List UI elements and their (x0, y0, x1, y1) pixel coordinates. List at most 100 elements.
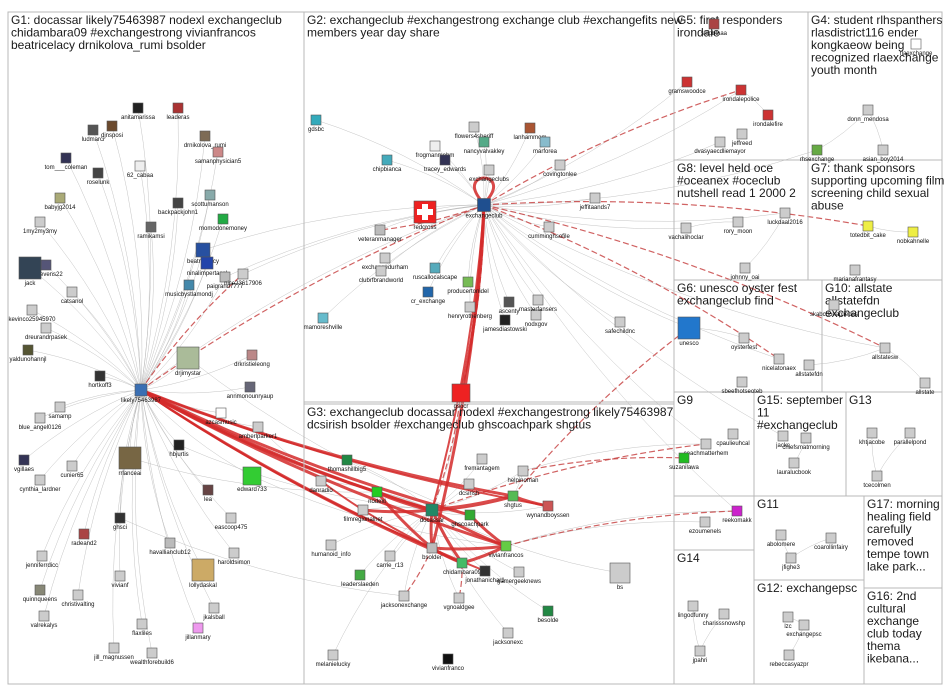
node-label: suzanilawa (669, 465, 699, 471)
edge (483, 89, 742, 206)
node-label: veteranmanager (358, 237, 402, 243)
node-label: danradio (309, 488, 333, 494)
node-label: humanoid_info (311, 552, 351, 558)
node-helpinoman: helpinoman (507, 465, 539, 484)
node-avatar-icon (244, 381, 256, 393)
edge (431, 505, 549, 514)
node-label: annmonounryaup (227, 394, 274, 400)
node-drnikolova-rumi: drnikolova_rumi (184, 130, 226, 149)
node-likely75463987: likely75463987 (121, 383, 162, 404)
node-avatar-icon (866, 427, 878, 439)
edge (140, 389, 171, 544)
edge (92, 129, 142, 391)
group-title-g7: abuse (811, 199, 844, 213)
node-label: khtjacobe (859, 440, 885, 446)
edge (483, 197, 596, 207)
node-avatar-icon (800, 432, 812, 444)
node-avatar-icon (919, 377, 931, 389)
node-62-cabaa: 62_cabaa (127, 160, 154, 179)
node-annmonounryaup: annmonounryaup (227, 381, 274, 400)
node-label: allstate (915, 390, 935, 396)
node-label: jack (24, 281, 37, 287)
node-label: melanielucky (316, 662, 351, 668)
node-nice23617906: nice23617906 (224, 268, 263, 287)
node-label: drjimystar (175, 371, 201, 377)
group-title-g17: healing field (867, 510, 931, 524)
node-gsocr: gsocr (451, 383, 471, 410)
node-backpackjohn1: backpackjohn1 (158, 197, 199, 216)
edge (29, 267, 142, 391)
node-label: jeffreed (731, 141, 752, 147)
edge (39, 389, 142, 591)
group-title-g7: screening child sexual (811, 186, 929, 200)
node-avatar-icon (134, 383, 148, 397)
node-jonathanichar1: jonathanichar1 (464, 565, 505, 584)
node-label: bs (617, 585, 623, 591)
node-avatar-icon (694, 645, 706, 657)
node-label: safechildnc (605, 329, 635, 335)
node-avatar-icon (739, 262, 751, 274)
node-label: lanhammom (513, 135, 546, 141)
node-avatar-icon (429, 140, 441, 152)
edge (483, 204, 690, 329)
node-avatar-icon (464, 301, 476, 313)
node-label: donn_mendosa (847, 117, 889, 123)
node-jeffitaands7: jeffitaands7 (579, 192, 611, 211)
node-label: dvasyaecdliemayor (694, 149, 745, 155)
edge (97, 172, 142, 391)
node-fremantagem: fremantagem (464, 453, 500, 472)
node-avatar-icon (589, 192, 601, 204)
node-label: jacks (775, 443, 790, 449)
node-label: jonathanichar1 (464, 578, 505, 584)
node-avatar-icon (736, 376, 748, 388)
node-jillanmary: jillanmary (184, 622, 211, 641)
edge (83, 389, 142, 535)
node-asian-boy2014: asian_boy2014 (863, 144, 904, 163)
node-label: radeand2 (71, 541, 97, 547)
node-avatar-icon (554, 159, 566, 171)
node-label: flowers4sheriff (455, 134, 494, 140)
node-label: docassar (420, 518, 444, 524)
node-avatar-icon (134, 160, 146, 172)
node-avatar-icon (731, 505, 743, 517)
edge (242, 204, 485, 275)
node-musicbystlamondj: musicbystlamondj (165, 279, 213, 298)
node-label: vachalihoclar (668, 235, 703, 241)
edge (359, 509, 433, 576)
node-jfighe3: jfighe3 (781, 552, 801, 571)
edge-self-loop (472, 176, 496, 200)
group-title-g13: G13 (849, 393, 872, 407)
node-avatar-icon (66, 460, 78, 472)
node-babyjg2014: babyjg2014 (44, 192, 76, 211)
node-label: marforea (533, 149, 558, 155)
group-title-g1: chidambara09 #exchangestrong vivianfranc… (11, 26, 256, 40)
node-avatar-icon (381, 154, 393, 166)
node-avatar-icon (183, 279, 195, 291)
node-label: roselunk (87, 180, 111, 186)
node-label: nodexl (368, 499, 386, 505)
node-radeand2: radeand2 (71, 528, 97, 547)
node-avatar-icon (72, 589, 84, 601)
edge (483, 81, 688, 206)
node-avatar-icon (192, 622, 204, 634)
node-avatar-icon (462, 276, 474, 288)
node-carrie-r13: carrie_r13 (376, 550, 404, 569)
node-avatar-icon (736, 128, 748, 140)
edge-strong (362, 508, 433, 514)
node-avatar-icon (60, 152, 72, 164)
node-label: ninalimpertacol (187, 271, 227, 277)
node-avatar-icon (456, 557, 468, 569)
node-gamergeeknews: gamergeeknews (497, 566, 541, 585)
node-vachalihoclar: vachalihoclar (668, 222, 704, 241)
node-label: shgtus (504, 503, 522, 509)
node-lanhammom: lanhammom (513, 122, 547, 141)
node-avatar-icon (849, 264, 861, 276)
node-label: wealthforebuild6 (129, 660, 174, 666)
node-danradio: danradio (309, 475, 333, 494)
node-avatar-icon (225, 512, 237, 524)
node-ghscoachpark: ghscoachpark (451, 509, 490, 528)
edge (140, 386, 251, 394)
node-sleobtaaa: sleobtaaa (701, 18, 728, 37)
node-label: chidambara09 (443, 570, 482, 576)
node-label: havallianclub12 (149, 550, 191, 556)
